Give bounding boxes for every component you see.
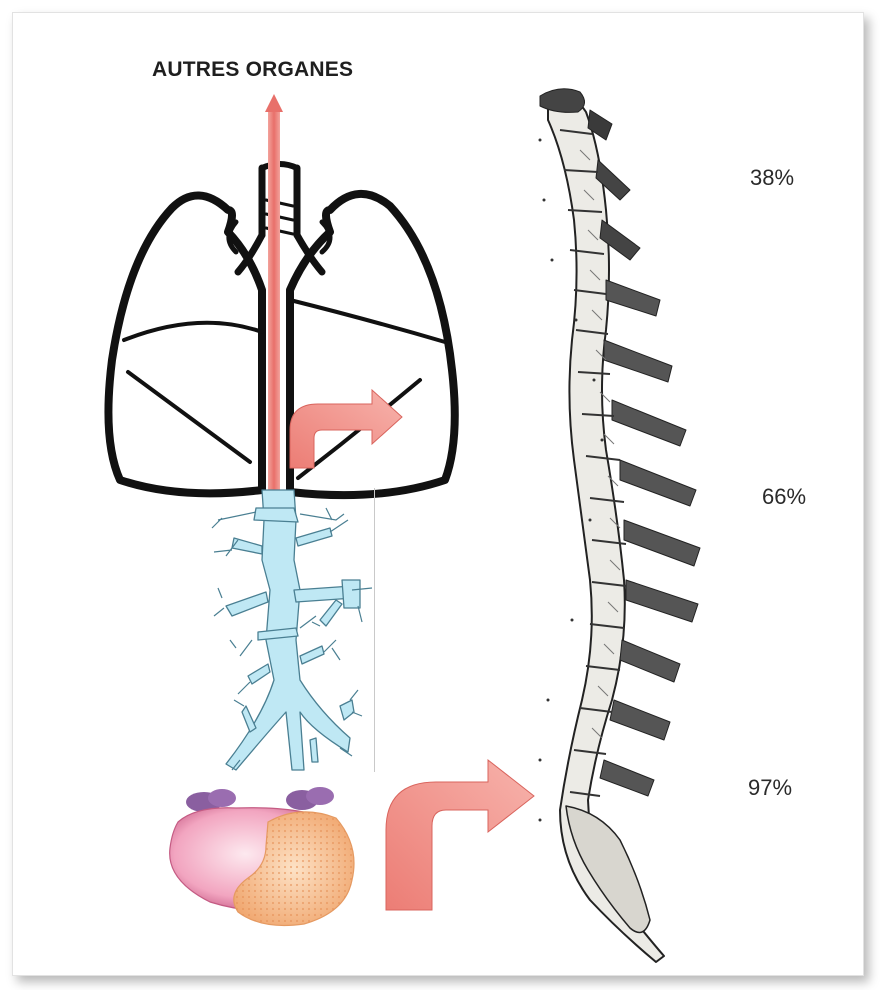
spine-icon xyxy=(540,89,700,962)
metastasis-arrow-spine xyxy=(386,760,534,910)
metastasis-arrow-lung xyxy=(290,390,402,468)
percentage-lumbar: 97% xyxy=(748,775,792,801)
metastasis-arrow-up xyxy=(265,94,283,490)
other-organs-label: AUTRES ORGANES xyxy=(152,58,353,82)
lungs-icon xyxy=(108,164,454,495)
prostate-icon xyxy=(170,787,354,926)
vein-plexus-icon xyxy=(226,488,375,772)
percentage-cervical: 38% xyxy=(750,165,794,191)
percentage-thoracic: 66% xyxy=(762,484,806,510)
